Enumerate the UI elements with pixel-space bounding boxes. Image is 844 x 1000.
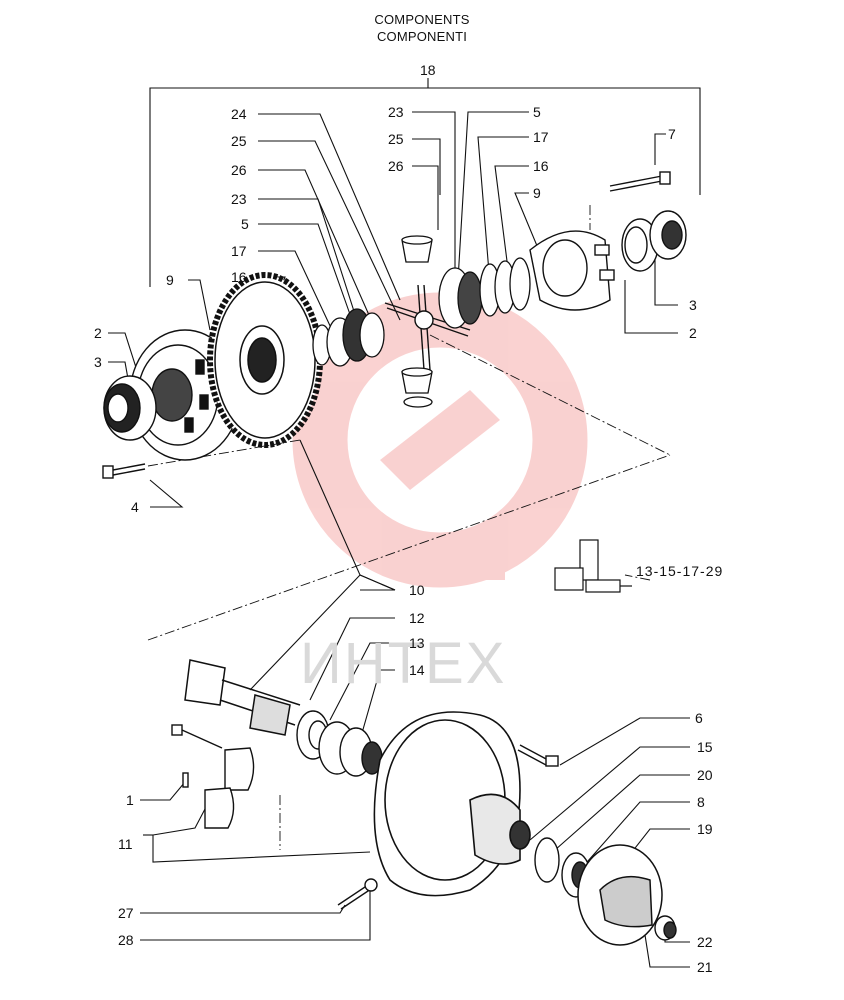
- callout-7: 7: [668, 126, 676, 142]
- callout-5-left: 5: [241, 216, 249, 232]
- callout-3-left: 3: [94, 354, 102, 370]
- callout-21: 21: [697, 959, 713, 975]
- pinion-gear-bottom: [401, 367, 433, 408]
- callout-28: 28: [118, 932, 134, 948]
- differential-case-half-right: [529, 230, 615, 311]
- callout-9-left: 9: [166, 272, 174, 288]
- clutch-discs-right: [479, 257, 531, 317]
- callout-11: 11: [118, 836, 133, 852]
- callout-2-left: 2: [94, 325, 102, 341]
- bearing-cap-11: [204, 747, 255, 829]
- callout-26-right: 26: [388, 158, 404, 174]
- callout-15: 15: [697, 739, 713, 755]
- callout-25-left: 25: [231, 133, 247, 149]
- callout-3-right: 3: [689, 297, 697, 313]
- callout-26-left: 26: [231, 162, 247, 178]
- callout-19: 19: [697, 821, 713, 837]
- callout-4: 4: [131, 499, 139, 515]
- callout-20: 20: [697, 767, 713, 783]
- callout-16-left: 16: [231, 269, 247, 285]
- drive-pinion-shaft: [184, 659, 301, 736]
- bearing-cone-left: [103, 375, 157, 441]
- callout-22: 22: [697, 934, 713, 950]
- nut-22-21: [654, 915, 677, 941]
- watermark-text: ИНТЕХ: [300, 631, 507, 696]
- callout-23-right: 23: [388, 104, 404, 120]
- callout-24: 24: [231, 106, 247, 122]
- sealant-tubes-icon: [554, 539, 632, 593]
- ring-gear: [207, 272, 323, 448]
- callout-1: 1: [126, 792, 134, 808]
- bolt-4: [102, 463, 146, 479]
- cap-bolt: [171, 724, 223, 749]
- bolt-6: [517, 744, 559, 767]
- callout-sealants: 13-15-17-29: [636, 563, 724, 579]
- bearing-cup-2: [621, 218, 659, 272]
- alignment-lines: [147, 205, 671, 850]
- callout-16-right: 16: [533, 158, 549, 174]
- title-componenti: COMPONENTI: [376, 29, 468, 44]
- bolt-7: [609, 171, 671, 192]
- pinion-spacer-13-14: [318, 721, 383, 777]
- axle-carrier-housing: [373, 711, 531, 897]
- cover-flange-19: [577, 844, 663, 946]
- callout-9-right: 9: [533, 185, 541, 201]
- side-gear-left: [326, 308, 385, 367]
- callout-13: 13: [409, 635, 425, 651]
- callout-18: 18: [420, 62, 436, 78]
- leader-lines: [108, 78, 701, 968]
- side-gear-right: [438, 267, 483, 329]
- callout-23-left: 23: [231, 191, 247, 207]
- stud-27: [337, 878, 378, 910]
- callout-8: 8: [697, 794, 705, 810]
- callout-6: 6: [695, 710, 703, 726]
- bearing-cup-20: [534, 837, 560, 883]
- callout-27: 27: [118, 905, 134, 921]
- callout-25-right: 25: [388, 131, 404, 147]
- bearing-cone-3: [649, 210, 687, 260]
- pinion-gear-top: [401, 235, 433, 263]
- callout-17-left: 17: [231, 243, 247, 259]
- title-components: COMPONENTS: [374, 12, 470, 27]
- callout-12: 12: [409, 610, 425, 626]
- pin-1: [182, 772, 189, 788]
- callout-14: 14: [409, 662, 425, 678]
- callout-17-right: 17: [533, 129, 549, 145]
- callout-2-right: 2: [689, 325, 697, 341]
- callout-10: 10: [409, 582, 425, 598]
- callout-5-right: 5: [533, 104, 541, 120]
